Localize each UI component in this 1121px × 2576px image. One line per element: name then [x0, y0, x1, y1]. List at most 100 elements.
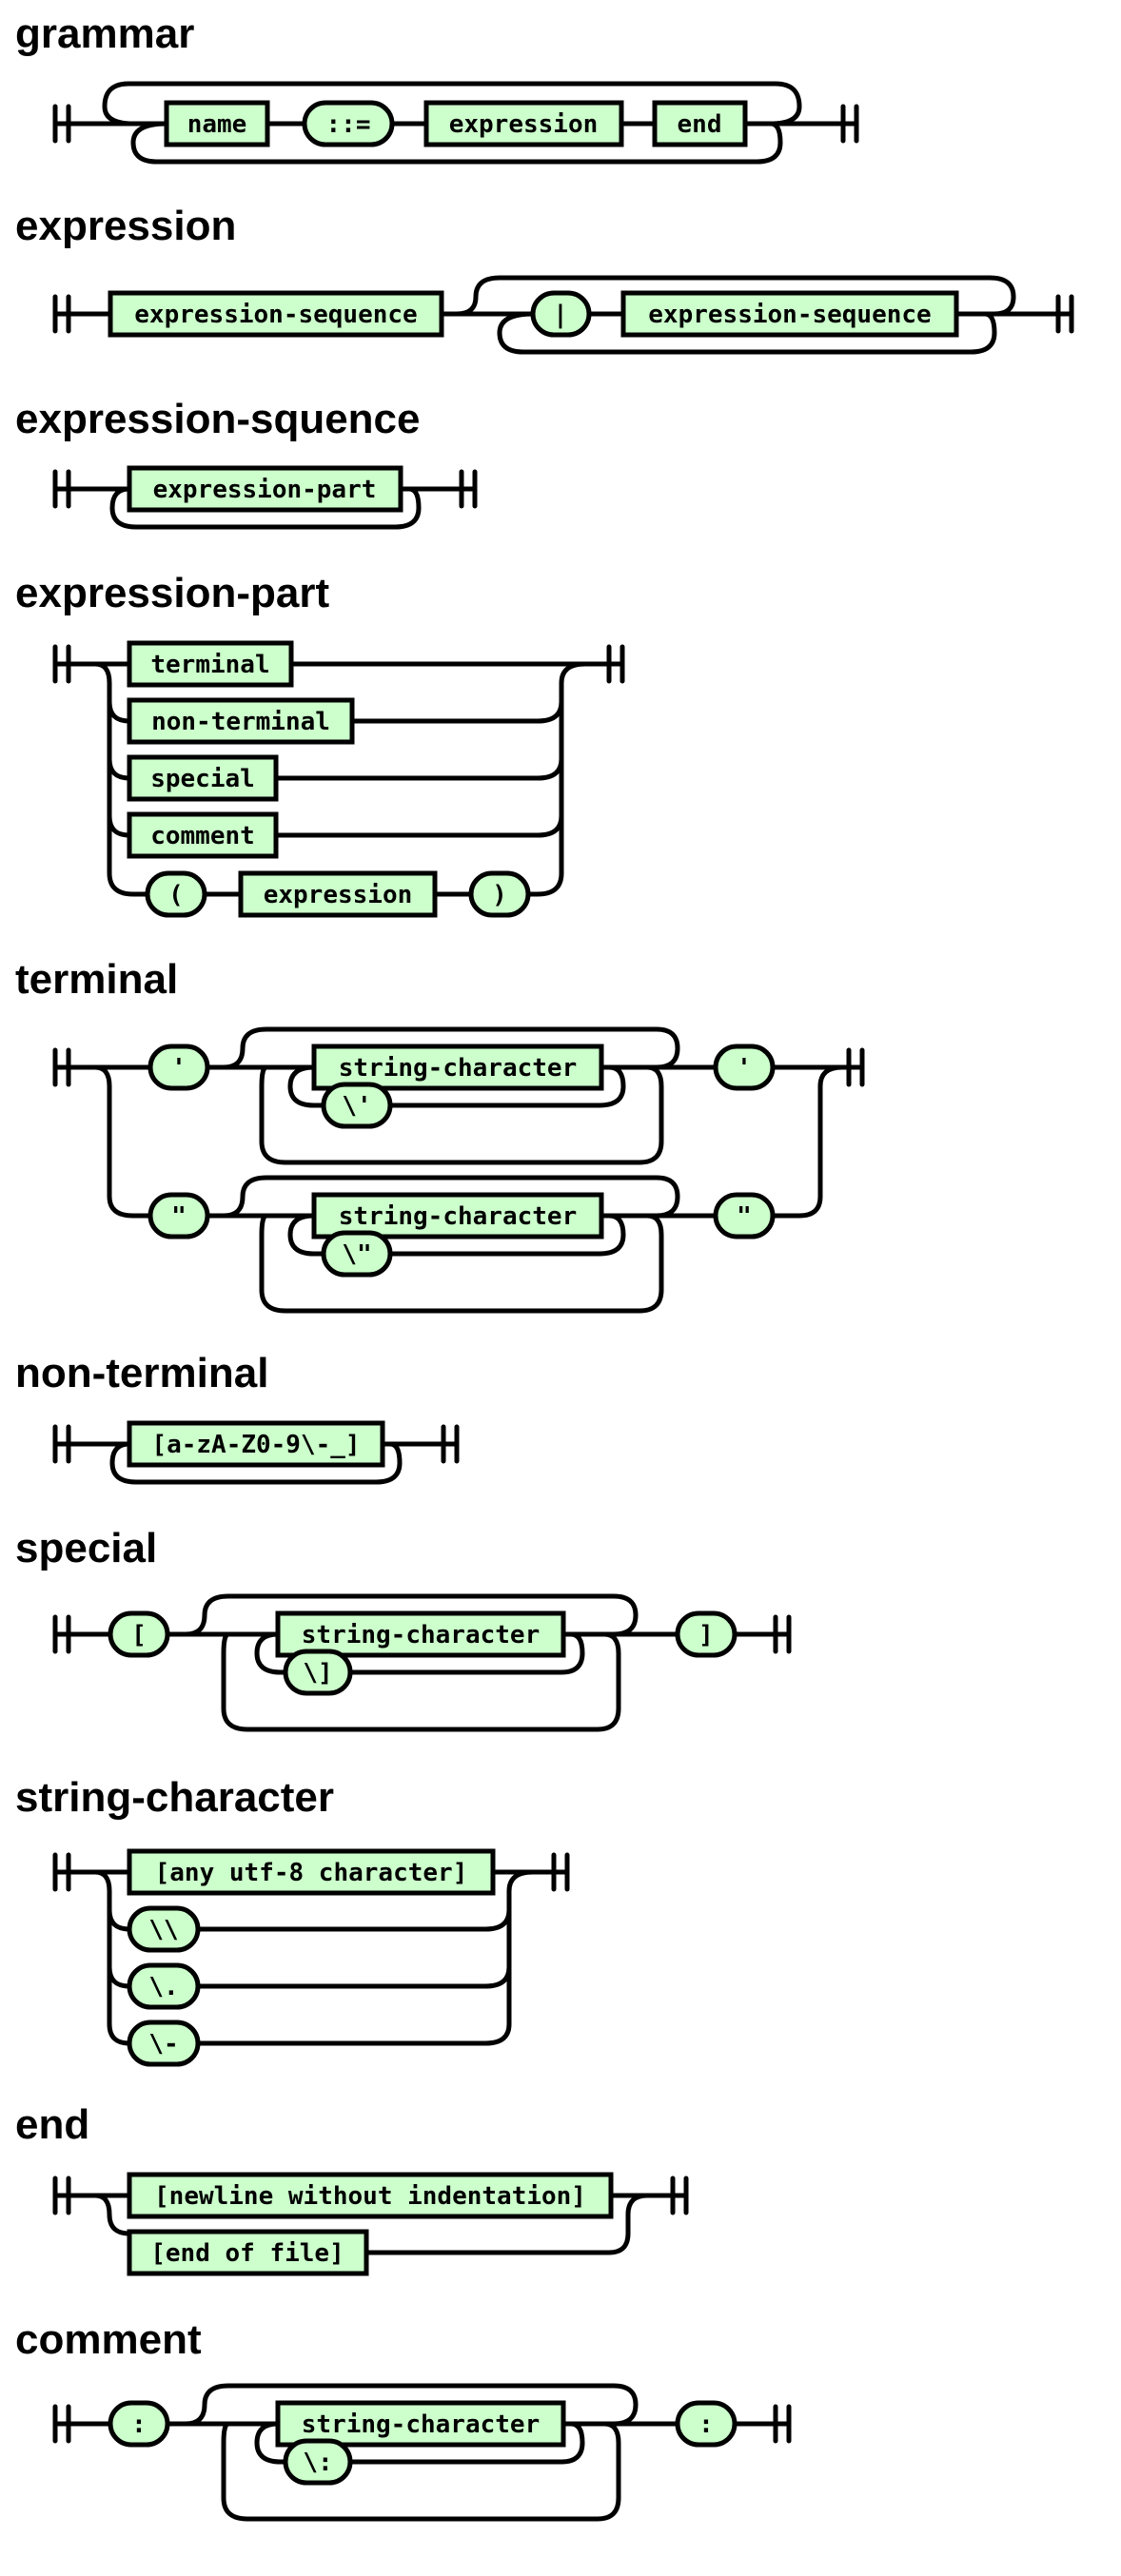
- rule-title: expression-squence: [15, 396, 421, 442]
- node: [108, 2400, 170, 2448]
- node: [127, 2172, 614, 2219]
- node: [148, 1192, 210, 1239]
- node: [275, 2400, 566, 2448]
- node: [302, 100, 395, 147]
- node-label: expression: [449, 110, 599, 139]
- node-label: ": [171, 1202, 187, 1231]
- node-label: ': [171, 1054, 187, 1083]
- node: [321, 1082, 393, 1129]
- node-label: [end of file]: [150, 2239, 344, 2268]
- rail: [52, 1026, 865, 1314]
- rule-title: comment: [15, 2316, 202, 2363]
- node-label: name: [187, 110, 247, 139]
- node: [713, 1192, 776, 1239]
- node: [127, 1905, 201, 1953]
- rule-expression-squence: expression-squence expression-part: [15, 396, 478, 530]
- rail: [52, 644, 625, 897]
- node: [164, 100, 270, 147]
- rule-expression: expression expression-sequence | express…: [15, 203, 1074, 355]
- node-label: expression-sequence: [134, 301, 417, 329]
- node-label: expression: [264, 881, 413, 909]
- node: [675, 2400, 738, 2448]
- node: [145, 870, 207, 918]
- node: [108, 1610, 170, 1658]
- node-label: string-character: [339, 1202, 577, 1231]
- node-label: \:: [303, 2449, 332, 2477]
- node-label: ': [737, 1054, 752, 1083]
- node-label: |: [553, 301, 568, 329]
- node-label: \]: [303, 1659, 332, 1688]
- rule-special: special [ string-character \] ]: [15, 1525, 792, 1732]
- node: [311, 1044, 604, 1091]
- rail: [52, 1424, 460, 1485]
- node-label: \-: [148, 2030, 178, 2059]
- node-label: terminal: [150, 651, 269, 679]
- rail: [52, 81, 859, 165]
- rule-title: expression-part: [15, 570, 329, 616]
- node-label: comment: [150, 822, 255, 850]
- rule-comment: comment : string-character \: :: [15, 2316, 792, 2522]
- rail: [52, 275, 1074, 355]
- node-label: ::=: [326, 110, 371, 139]
- node: [127, 754, 279, 802]
- node-label: \": [342, 1240, 371, 1269]
- rail: [52, 2176, 689, 2255]
- rule-title: grammar: [15, 10, 194, 57]
- node-label: [any utf-8 character]: [155, 1859, 468, 1887]
- node-label: :: [698, 2410, 714, 2439]
- rule-grammar: grammar name ::= expression end: [15, 10, 859, 165]
- node-label: [a-zA-Z0-9\-_]: [151, 1431, 360, 1459]
- node: [127, 2020, 201, 2067]
- node-label: [newline without indentation]: [154, 2182, 586, 2211]
- node-label: special: [150, 765, 255, 793]
- node: [127, 811, 279, 859]
- rule-title: expression: [15, 203, 236, 249]
- node-label: ]: [698, 1621, 714, 1649]
- node-label: \': [342, 1092, 371, 1121]
- node-label: string-character: [302, 2410, 540, 2439]
- node: [275, 1610, 566, 1658]
- node: [108, 290, 444, 338]
- node: [713, 1044, 776, 1091]
- node: [423, 100, 624, 147]
- node: [283, 2438, 353, 2486]
- node-label: string-character: [302, 1621, 540, 1649]
- rule-end: end [newline without indentation] [end o…: [15, 2101, 689, 2276]
- node: [620, 290, 959, 338]
- node: [311, 1192, 604, 1239]
- rule-title: non-terminal: [15, 1350, 268, 1396]
- node-label: expression-part: [153, 476, 377, 504]
- node: [127, 697, 355, 745]
- node: [321, 1230, 393, 1278]
- node: [238, 870, 438, 918]
- rule-title: special: [15, 1525, 157, 1571]
- node-label: string-character: [339, 1054, 577, 1083]
- rail: [52, 469, 478, 530]
- rule-title: string-character: [15, 1774, 334, 1821]
- node-label: :: [131, 2410, 147, 2439]
- node: [127, 1848, 496, 1896]
- rule-title: terminal: [15, 956, 178, 1003]
- node: [127, 1962, 201, 2010]
- node: [148, 1044, 210, 1091]
- rail: [52, 2383, 792, 2522]
- node: [675, 1610, 738, 1658]
- rail: [52, 1852, 570, 2046]
- node-label: expression-sequence: [648, 301, 931, 329]
- node: [127, 640, 294, 688]
- node-label: non-terminal: [151, 708, 330, 736]
- node: [530, 290, 592, 338]
- rule-title: end: [15, 2101, 89, 2148]
- node-label: ": [737, 1202, 752, 1231]
- node-label: \.: [148, 1973, 178, 2001]
- rule-non-terminal: non-terminal [a-zA-Z0-9\-_]: [15, 1350, 460, 1485]
- node: [127, 465, 403, 513]
- node-label: ): [492, 881, 507, 909]
- node: [283, 1649, 353, 1696]
- node: [652, 100, 748, 147]
- node-label: end: [678, 110, 722, 139]
- node-label: (: [168, 881, 184, 909]
- node: [468, 870, 531, 918]
- node: [127, 1420, 385, 1468]
